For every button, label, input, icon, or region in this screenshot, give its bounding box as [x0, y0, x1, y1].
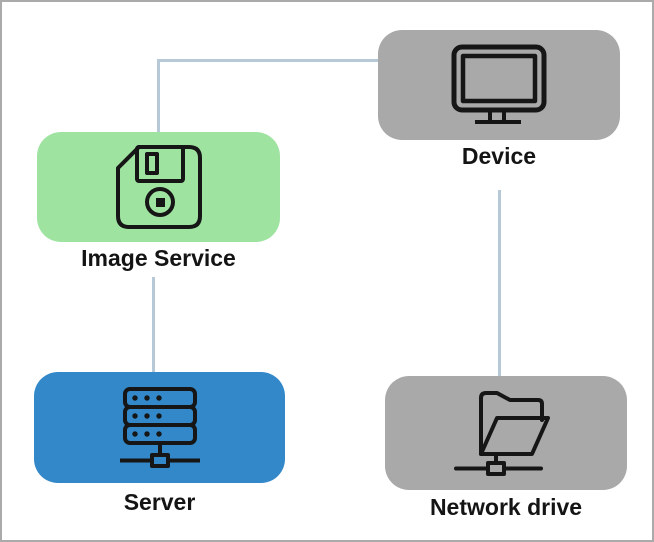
floppy-disk-icon — [115, 145, 202, 229]
node-label-network-drive: Network drive — [429, 494, 583, 520]
node-server — [34, 372, 285, 483]
connector-image-service-to-device-vertical — [157, 59, 160, 133]
server-rack-icon — [118, 386, 202, 469]
node-network-drive — [385, 376, 627, 490]
network-folder-icon — [453, 389, 559, 477]
node-device — [378, 30, 620, 140]
node-label-server: Server — [123, 489, 196, 515]
node-label-device: Device — [461, 143, 537, 169]
monitor-icon — [451, 44, 547, 126]
connector-image-service-to-server — [152, 277, 155, 372]
node-image-service — [37, 132, 280, 242]
connector-device-to-network-drive — [498, 190, 501, 377]
connector-image-service-to-device-horizontal — [157, 59, 379, 62]
node-label-image-service: Image Service — [81, 245, 236, 271]
